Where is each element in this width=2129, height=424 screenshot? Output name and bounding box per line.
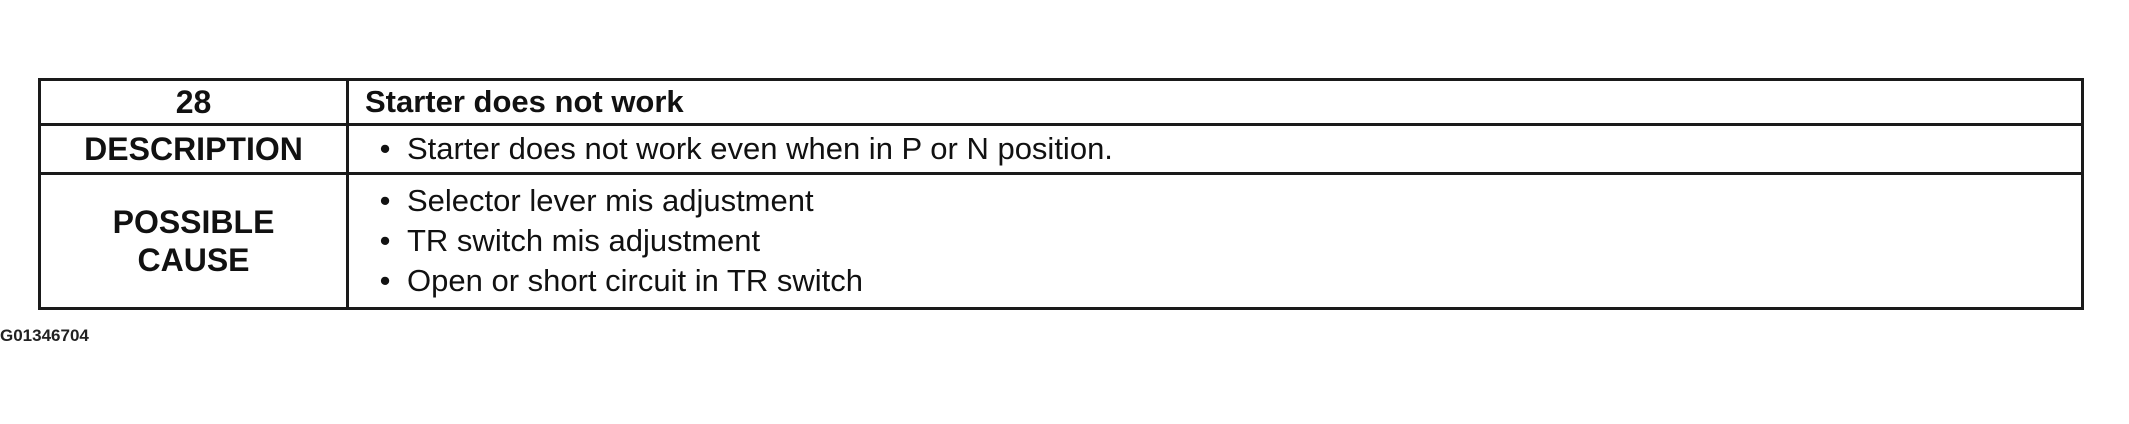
symptom-number: 28 [38, 78, 349, 126]
possible-cause-label: POSSIBLE CAUSE [38, 172, 349, 310]
list-item: • TR switch mis adjustment [363, 221, 2081, 261]
bullet-icon: • [379, 183, 391, 218]
diagnosis-table: 28 Starter does not work DESCRIPTION • S… [38, 78, 2084, 310]
cause-text: Selector lever mis adjustment [407, 183, 814, 218]
possible-cause-list: • Selector lever mis adjustment • TR swi… [363, 181, 2081, 301]
possible-cause-label-line1: POSSIBLE [112, 204, 275, 240]
description-text: Starter does not work even when in P or … [407, 131, 1113, 166]
table-row-description: DESCRIPTION • Starter does not work even… [38, 123, 2084, 175]
description-list: • Starter does not work even when in P o… [363, 129, 2081, 169]
list-item: • Selector lever mis adjustment [363, 181, 2081, 221]
list-item: • Open or short circuit in TR switch [363, 261, 2081, 301]
bullet-icon: • [379, 223, 391, 258]
bullet-icon: • [379, 263, 391, 298]
cause-text: TR switch mis adjustment [407, 223, 761, 258]
description-content: • Starter does not work even when in P o… [346, 123, 2084, 175]
cause-text: Open or short circuit in TR switch [407, 263, 863, 298]
table-row-possible-cause: POSSIBLE CAUSE • Selector lever mis adju… [38, 172, 2084, 310]
bullet-icon: • [379, 131, 391, 166]
symptom-title: Starter does not work [346, 78, 2084, 126]
table-row-header: 28 Starter does not work [38, 78, 2084, 126]
list-item: • Starter does not work even when in P o… [363, 129, 2081, 169]
possible-cause-content: • Selector lever mis adjustment • TR swi… [346, 172, 2084, 310]
possible-cause-label-line2: CAUSE [137, 242, 250, 278]
figure-id: G01346704 [0, 326, 89, 345]
description-label: DESCRIPTION [38, 123, 349, 175]
